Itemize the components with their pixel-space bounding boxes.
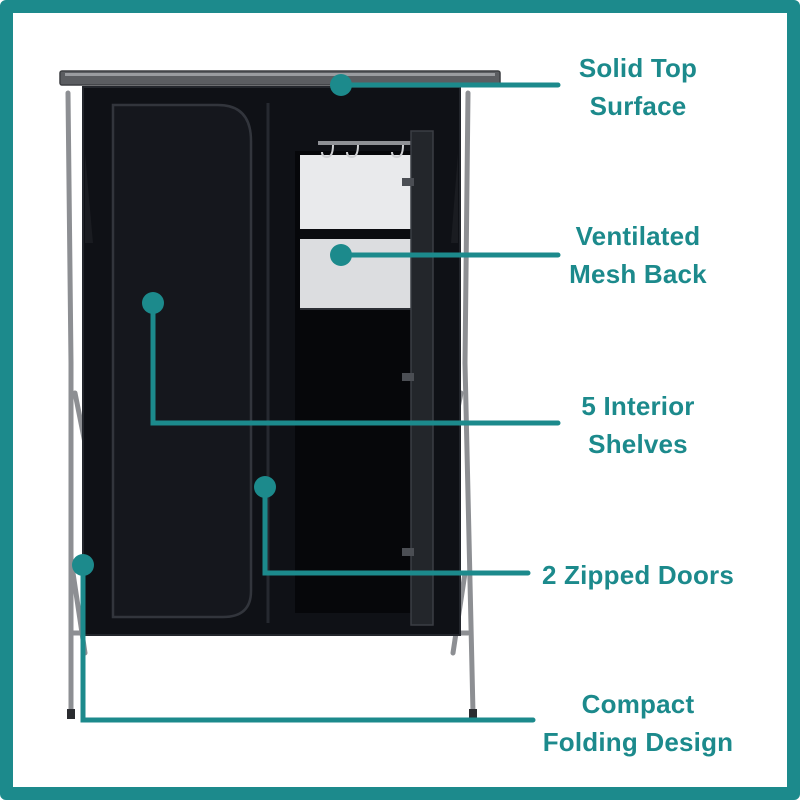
callout-line: 5 Interior — [581, 391, 695, 421]
ventilated-mesh-back — [300, 155, 412, 229]
callout-2-zipped-doors: 2 Zipped Doors — [518, 556, 758, 594]
callout-leader-lines — [80, 82, 561, 723]
zipped-doors-marker-dot — [254, 476, 276, 498]
solid-top-marker-dot — [330, 74, 352, 96]
shelves-marker-dot — [142, 292, 164, 314]
callout-line: Ventilated — [575, 221, 701, 251]
left-zipped-door — [111, 103, 253, 619]
callout-line: Folding Design — [542, 727, 734, 757]
callout-ventilated-mesh-back: Ventilated Mesh Back — [518, 217, 758, 293]
callout-solid-top-surface: Solid Top Surface — [518, 49, 758, 125]
callout-line: Surface — [589, 91, 687, 121]
callout-compact-folding-design: Compact Folding Design — [518, 685, 758, 761]
folding-design-marker-dot — [72, 554, 94, 576]
callout-line: 2 Zipped Doors — [541, 560, 735, 590]
callout-line: Mesh Back — [569, 259, 707, 289]
callout-5-interior-shelves: 5 Interior Shelves — [518, 387, 758, 463]
callout-line: Compact — [581, 689, 695, 719]
callout-line: Solid Top — [578, 53, 698, 83]
callout-line: Shelves — [588, 429, 688, 459]
mesh-back-marker-dot — [330, 244, 352, 266]
folding-wardrobe-illustration — [59, 70, 561, 723]
